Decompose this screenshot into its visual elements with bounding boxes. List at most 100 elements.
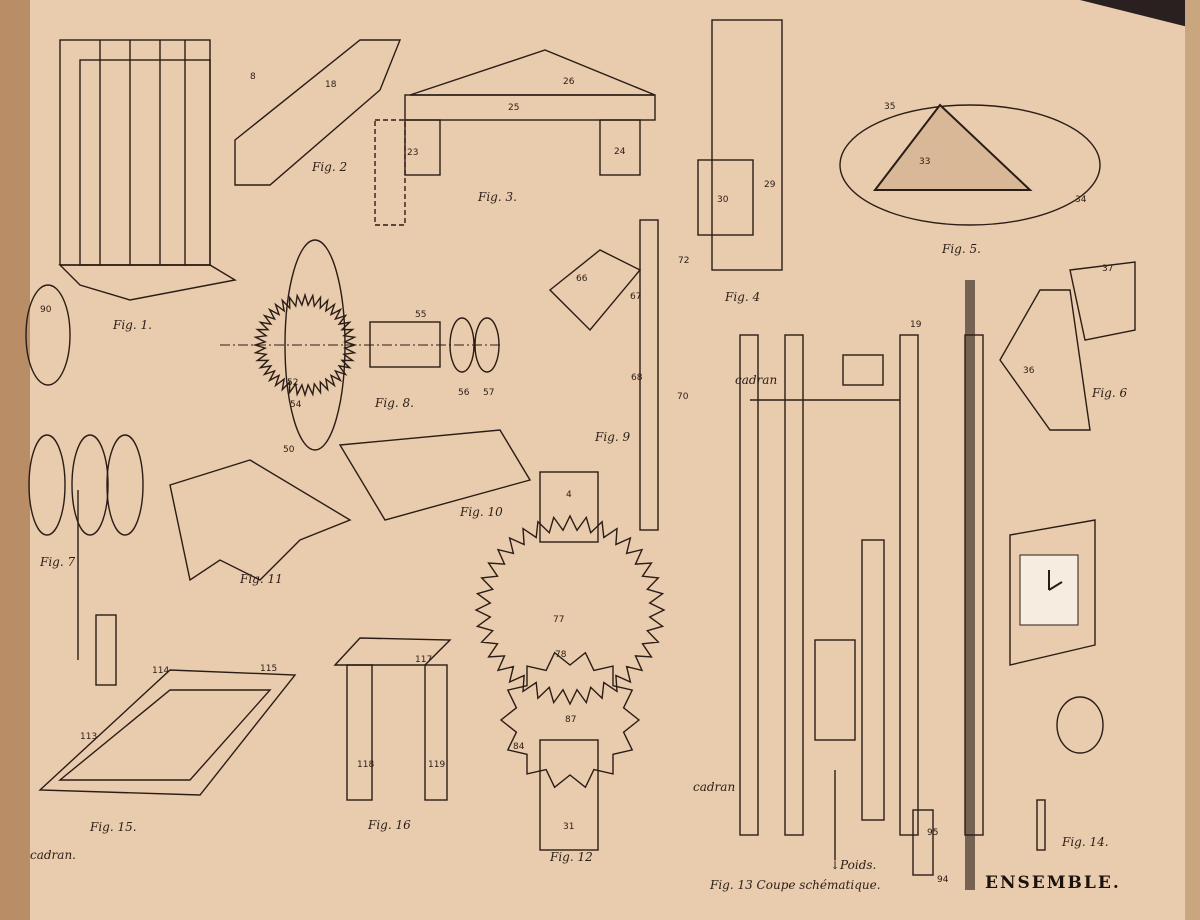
drawing-stroke [346,664,373,801]
part-number: 37 [1102,264,1114,274]
part-number: 77 [553,615,565,625]
fig4-post [711,19,783,271]
fig12-label: Fig. 12 [550,850,593,864]
fig16-label: Fig. 16 [368,818,411,832]
fig11-escapement [169,459,352,582]
drawing-stroke [697,159,754,236]
part-number: 87 [565,715,577,725]
fig7-weight [95,614,117,686]
part-number: 57 [483,388,495,398]
part-number: 117 [415,655,433,665]
fig7-drum [28,434,66,536]
drawing-stroke [424,664,448,801]
fig1-label: Fig. 1. [113,318,152,332]
fig2-label: Fig. 2 [312,160,348,174]
drawing-stroke [374,119,406,226]
fig13-box [842,354,884,386]
fig13-plate [899,334,919,836]
part-number: 55 [415,310,427,320]
cadran-label: cadran [693,780,736,794]
fig13-label: Fig. 13 Coupe schématique. [710,878,881,892]
fig10-label: Fig. 10 [460,505,503,519]
part-number: 54 [290,400,302,410]
page-edge [0,0,30,920]
part-number: 67 [630,292,642,302]
part-number: 115 [260,664,278,674]
part-number: 31 [563,822,575,832]
drawing-stroke [1069,261,1136,341]
page-corner [1080,0,1200,30]
cadran-label: cadran. [30,848,76,862]
part-number: 25 [508,103,520,113]
fig12-gear [474,514,666,706]
fig7-drum [71,434,109,536]
fig10-plate [338,429,532,521]
fig7-label: Fig. 7 [40,555,76,569]
part-number: 66 [576,274,588,284]
drawing-stroke [599,119,641,176]
fig14-clock [1009,519,1096,666]
part-number: 95 [927,828,939,838]
part-number: 72 [678,256,690,266]
fig14-label: Fig. 14. [1062,835,1109,849]
cadran-label: cadran [735,373,778,387]
part-number: 118 [357,760,375,770]
fig7-pulley [25,284,71,386]
drawing-stroke [449,317,475,373]
part-number: 26 [563,77,575,87]
fig13-drum [814,639,856,741]
part-number: 33 [919,157,931,167]
fig8-label: Fig. 8. [375,396,414,410]
fig16-top [333,637,452,666]
part-number: 8 [250,72,256,82]
fig11-label: Fig. 11 [240,572,283,586]
part-number: 36 [1023,366,1035,376]
fig14-hand [1048,581,1063,591]
part-number: 119 [428,760,446,770]
part-number: 35 [884,102,896,112]
part-number: 18 [325,80,337,90]
part-number: 113 [80,732,98,742]
fig8-pinion [369,321,441,368]
fig5-label: Fig. 5. [942,242,981,256]
page-edge [1185,0,1200,920]
plate-title: ENSEMBLE. [985,873,1121,893]
fig12-post [539,471,599,543]
fig13-plate [784,334,804,836]
fig6-part [999,289,1091,431]
paper-background [28,0,1188,920]
part-number: 52 [287,378,299,388]
part-number: 50 [283,445,295,455]
fig15-frame [38,669,297,796]
poids-label: ↓Poids. [830,858,877,872]
part-number: 4 [566,490,572,500]
fig7-drum [106,434,144,536]
part-number: 70 [677,392,689,402]
drawing-stroke [58,689,272,781]
fig6-label: Fig. 6 [1092,386,1128,400]
part-number: 94 [937,875,949,885]
part-number: 19 [910,320,922,330]
fig14-dial [1019,554,1079,626]
fig9-label: Fig. 9 [595,430,631,444]
part-number: 29 [764,180,776,190]
drawing-stroke [474,317,500,373]
part-number: 114 [152,666,170,676]
fig4-label: Fig. 4 [725,290,761,304]
fig14-weight [1036,799,1046,851]
fig13-wheel [861,539,885,821]
part-number: 68 [631,373,643,383]
part-number: 90 [40,305,52,315]
fig8-wheel [284,239,346,451]
fig1-base [58,264,237,301]
part-number: 56 [458,388,470,398]
fig9-rod [639,219,659,531]
part-number: 34 [1075,195,1087,205]
part-number: 24 [614,147,626,157]
fig5-triangle [872,103,1033,191]
part-number: 78 [555,650,567,660]
fig3-label: Fig. 3. [478,190,517,204]
fig5-dial [839,104,1101,226]
